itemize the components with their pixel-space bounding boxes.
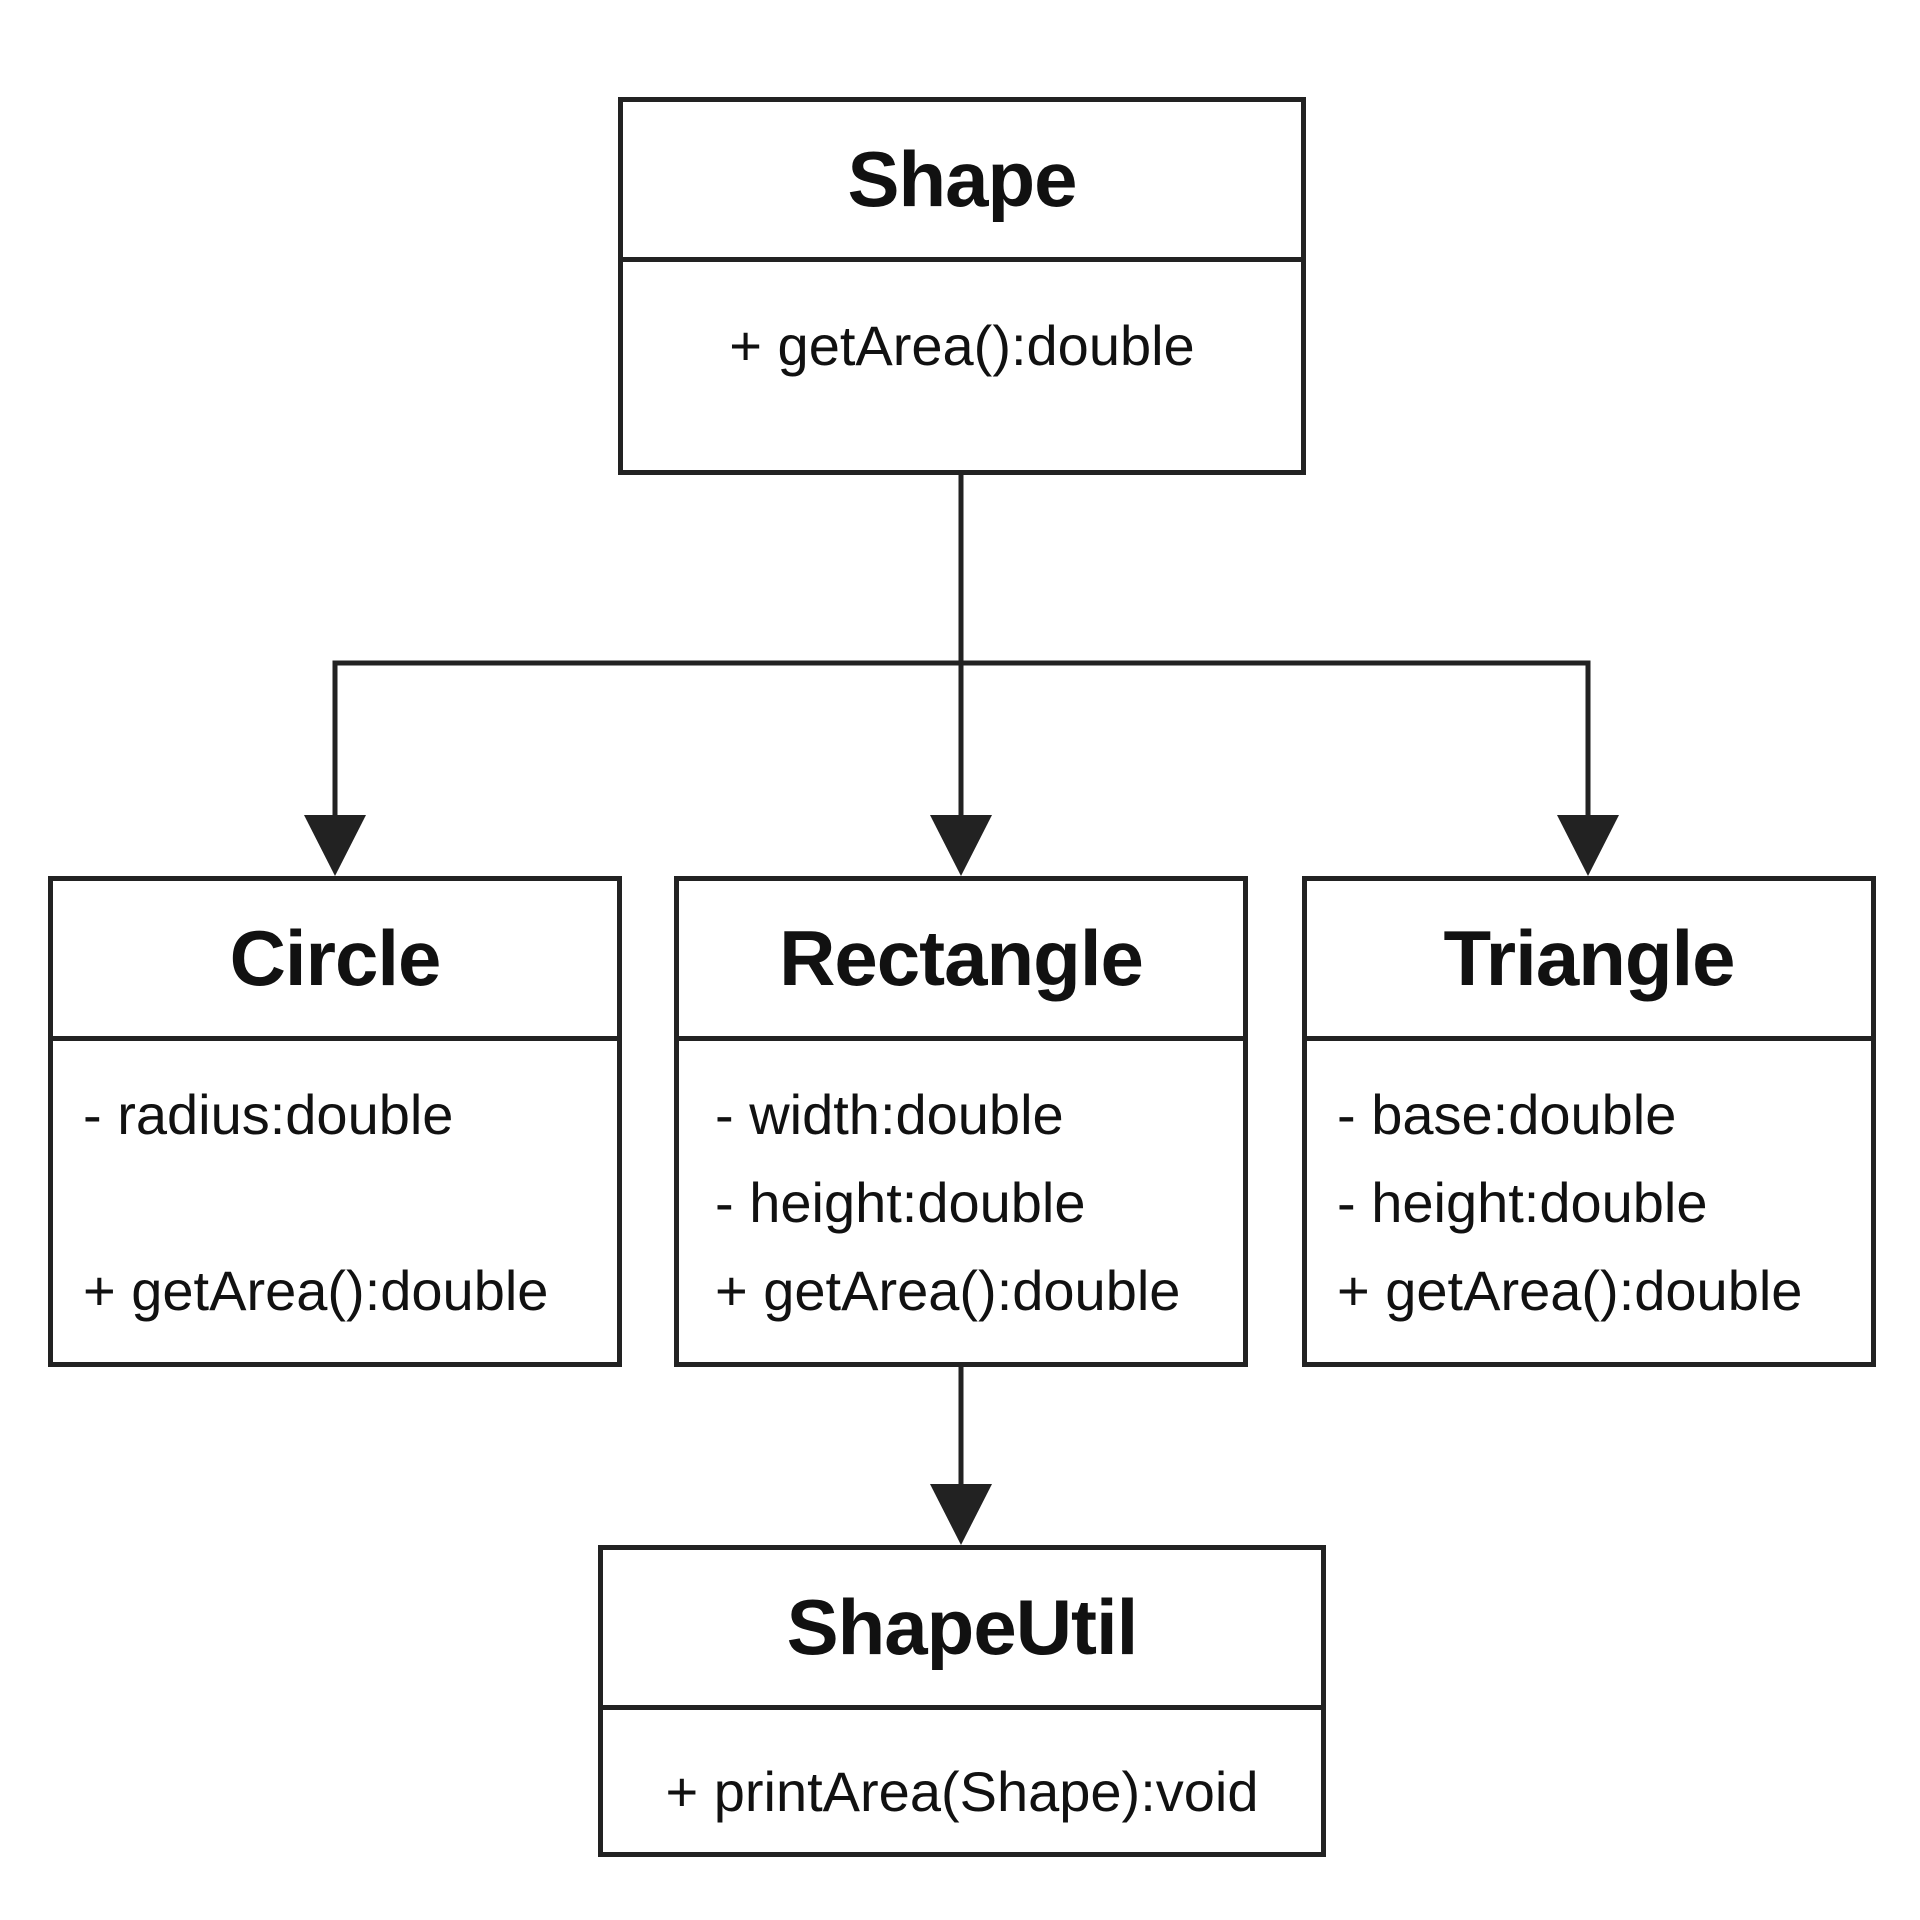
class-members: - base:double - height:double + getArea(… [1307,1041,1871,1335]
attribute-width: - width:double [715,1083,1064,1146]
method-getarea: + getArea():double [1337,1259,1803,1322]
class-triangle: Triangle - base:double - height:double +… [1302,876,1876,1367]
member-spacer [83,1159,617,1247]
arrowhead-triangle [1557,815,1619,876]
class-name: Rectangle [679,881,1243,1041]
class-members: - radius:double + getArea():double [53,1041,617,1335]
class-members: - width:double - height:double + getArea… [679,1041,1243,1335]
class-members: + printArea(Shape):void [603,1710,1321,1836]
class-members: + getArea():double [623,262,1301,390]
class-shape: Shape + getArea():double [618,97,1306,475]
class-name: Circle [53,881,617,1041]
class-rectangle: Rectangle - width:double - height:double… [674,876,1248,1367]
attribute-height: - height:double [1337,1171,1708,1234]
method-getarea: + getArea():double [83,1259,549,1322]
attribute-radius: - radius:double [83,1083,454,1146]
attribute-height: - height:double [715,1171,1086,1234]
method-getarea: + getArea():double [729,314,1195,377]
class-name: Shape [623,102,1301,262]
arrowhead-shapeutil [930,1484,992,1545]
class-shapeutil: ShapeUtil + printArea(Shape):void [598,1545,1326,1857]
arrowhead-circle [304,815,366,876]
class-name: Triangle [1307,881,1871,1041]
class-circle: Circle - radius:double + getArea():doubl… [48,876,622,1367]
method-getarea: + getArea():double [715,1259,1181,1322]
method-printarea: + printArea(Shape):void [665,1760,1259,1823]
attribute-base: - base:double [1337,1083,1677,1146]
class-name: ShapeUtil [603,1550,1321,1710]
arrowhead-rectangle [930,815,992,876]
